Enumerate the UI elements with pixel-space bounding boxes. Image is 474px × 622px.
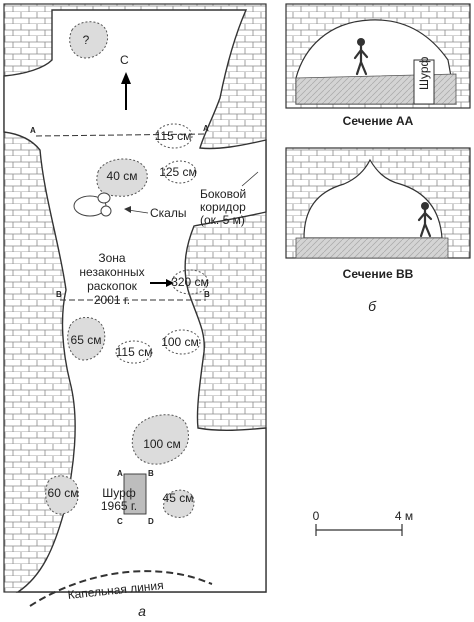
depth-100-low: 100 см	[143, 437, 181, 451]
section-bb-void	[303, 158, 443, 239]
pit-corner-b: B	[148, 469, 154, 478]
side-corridor-line2: коридор	[200, 200, 246, 214]
section-aa: Шурф Сечение АА	[285, 3, 471, 128]
section-mark-a-right: А	[203, 124, 209, 133]
depth-45: 45 см	[163, 491, 194, 505]
depth-spot-115-mid	[115, 340, 153, 364]
scale-start: 0	[313, 509, 320, 523]
shurf-pit	[123, 473, 147, 515]
rocks-label: Скалы	[150, 206, 186, 220]
pit-corner-d: D	[148, 517, 154, 526]
depth-spot-100-mid	[163, 329, 201, 355]
cave-passage	[3, 9, 267, 593]
shurf-label-line2: 1965 г.	[101, 499, 137, 513]
person-icon	[353, 38, 369, 76]
person-icon-bb	[417, 202, 433, 238]
depth-40: 40 см	[107, 169, 138, 183]
pit-corner-a: A	[117, 469, 123, 478]
depth-spot-115-top	[155, 123, 193, 149]
section-aa-pit	[413, 59, 435, 105]
illegal-zone-line4: 2001 г.	[94, 293, 130, 307]
section-aa-pit-label: Шурф	[417, 56, 431, 90]
illegal-zone-line1: Зона	[98, 251, 126, 265]
section-mark-b-left: В	[56, 290, 62, 299]
cave-plan: ? С А А В В 115 см 40 см 125 см Скалы	[3, 3, 267, 619]
plan-caption: а	[138, 603, 146, 619]
scale-bar: 0 4 м	[313, 509, 413, 536]
shurf-label-line1: Шурф	[102, 486, 136, 500]
section-bb-title: Сечение ВВ	[343, 267, 414, 281]
depth-spot-65	[67, 317, 106, 361]
unknown-label: ?	[83, 33, 90, 47]
depth-125: 125 см	[159, 165, 197, 179]
north-arrow-icon	[121, 72, 131, 110]
depth-115-top: 115 см	[155, 129, 192, 143]
section-mark-b-right: В	[204, 290, 210, 299]
depth-115-mid: 115 см	[116, 345, 153, 359]
section-line-aa	[35, 133, 207, 137]
depth-spot-60	[45, 475, 79, 515]
illegal-zone-line2: незаконных	[79, 265, 144, 279]
depth-spot-320	[171, 269, 209, 295]
north-label: С	[120, 53, 129, 67]
side-corridor-arrow	[241, 171, 259, 187]
illegal-zone-line3: раскопок	[87, 279, 138, 293]
depth-spot-125	[163, 160, 197, 184]
section-bb-floor	[295, 237, 449, 259]
section-aa-title: Сечение АА	[343, 114, 414, 128]
depth-spot-40	[96, 158, 148, 197]
depth-spot-45	[163, 489, 195, 518]
sections-caption: б	[368, 298, 377, 314]
depth-320: 320 см	[171, 275, 209, 289]
rocks	[73, 192, 112, 217]
section-bb: Сечение ВВ	[285, 147, 471, 281]
depth-60: 60 см	[48, 486, 79, 500]
unknown-spot	[69, 21, 108, 59]
pit-corner-c: C	[117, 517, 123, 526]
rocks-arrow	[127, 209, 149, 214]
depth-spot-100-low	[131, 414, 189, 465]
drip-line	[29, 570, 213, 607]
depth-65: 65 см	[71, 333, 102, 347]
scale-end: 4 м	[395, 509, 413, 523]
section-mark-a-left: А	[30, 126, 36, 135]
side-corridor-line1: Боковой	[200, 187, 246, 201]
side-corridor-line3: (ок. 5 м)	[200, 213, 245, 227]
depth-100-mid: 100 см	[161, 335, 199, 349]
